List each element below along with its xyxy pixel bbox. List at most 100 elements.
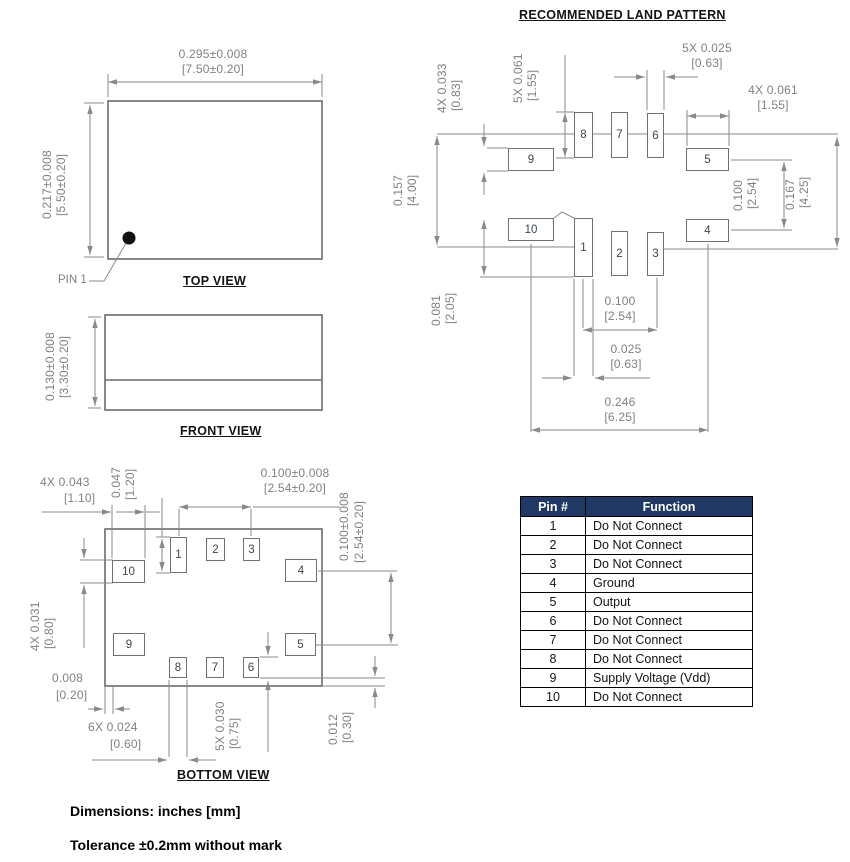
function-cell: Do Not Connect <box>585 649 753 669</box>
land-pad-5: 5 <box>686 148 729 171</box>
pin-cell: 8 <box>520 649 586 669</box>
front-view-height-dim-mm: [3.30±0.20] <box>57 335 71 398</box>
tolerance-note: Tolerance ±0.2mm without mark <box>70 837 283 853</box>
lp-tall-pad-height-in: 5X 0.061 <box>511 53 525 103</box>
pin-cell: 1 <box>520 516 586 536</box>
bottom-view-pad-8: 8 <box>169 657 187 678</box>
bv-small-pad-height-mm: [0.75] <box>227 717 241 749</box>
land-pattern-pin1-chamfer <box>553 211 575 219</box>
top-view-height-dim-in: 0.217±0.008 <box>40 150 54 219</box>
pin-cell: 5 <box>520 592 586 612</box>
bv-edge-gap-mm: [0.20] <box>56 688 88 702</box>
land-pad-3: 3 <box>647 232 664 276</box>
bv-bottom-edge-gap-in: 0.012 <box>326 713 340 745</box>
lp-overall-width: 0.246 [6.25] <box>604 395 636 424</box>
land-pad-10: 10 <box>508 218 554 241</box>
top-view-title: TOP VIEW <box>183 274 247 288</box>
bv-corner-pad-width-mm: [1.10] <box>64 491 96 505</box>
function-cell: Do Not Connect <box>585 535 753 555</box>
function-cell: Do Not Connect <box>585 611 753 631</box>
lp-right-row-gap-in: 0.100 <box>731 179 745 211</box>
pin-cell: 6 <box>520 611 586 631</box>
function-header: Function <box>585 496 753 517</box>
bottom-view-body <box>104 528 323 687</box>
lp-small-pad-width: 5X 0.025 [0.63] <box>682 41 732 70</box>
top-view-body <box>107 100 323 260</box>
bv-small-pad-width-in: 6X 0.024 <box>88 720 138 734</box>
bv-bottom-edge-gap-mm: [0.30] <box>340 711 354 743</box>
lp-overall-height-left-in: 0.157 <box>391 174 405 206</box>
bv-edge-gap-in: 0.008 <box>52 671 84 685</box>
bv-small-pad-height-in: 5X 0.030 <box>213 701 227 751</box>
table-header-row: Pin # Function <box>520 496 753 517</box>
lp-overall-height-right-in: 0.167 <box>783 178 797 210</box>
function-cell: Supply Voltage (Vdd) <box>585 668 753 688</box>
land-pad-7: 7 <box>611 112 628 158</box>
front-view-body <box>104 314 323 411</box>
bottom-view-pad-7: 7 <box>206 657 224 678</box>
units-note: Dimensions: inches [mm] <box>70 803 241 819</box>
pin1-leader-line <box>89 242 127 282</box>
land-pad-2: 2 <box>611 231 628 276</box>
lp-corner-pad-width: 4X 0.061 [1.55] <box>748 83 798 112</box>
lp-corner-pad-height-mm: [0.83] <box>449 79 463 111</box>
bv-corner-pad-width-in: 4X 0.043 <box>40 475 90 489</box>
bottom-view-pad-10: 10 <box>112 560 145 583</box>
bv-top-pitch: 0.100±0.008 [2.54±0.20] <box>260 466 330 495</box>
lp-right-row-gap-mm: [2.54] <box>745 177 759 209</box>
bv-right-row-gap-mm: [2.54±0.20] <box>352 500 366 563</box>
lp-bottom-pitch: 0.100 [2.54] <box>604 294 636 323</box>
bv-pad1-height-in: 0.047 <box>109 466 123 498</box>
pin-cell: 9 <box>520 668 586 688</box>
pin-cell: 10 <box>520 687 586 707</box>
pin-cell: 4 <box>520 573 586 593</box>
bottom-view-pad-5: 5 <box>285 633 316 656</box>
lp-corner-pad-height-in: 4X 0.033 <box>435 63 449 113</box>
pin-cell: 2 <box>520 535 586 555</box>
function-cell: Output <box>585 592 753 612</box>
bottom-view-pad-3: 3 <box>243 538 260 561</box>
pin1-dot <box>122 231 136 245</box>
land-pad-8: 8 <box>574 112 593 158</box>
top-view-width-dim: 0.295±0.008 [7.50±0.20] <box>178 47 248 76</box>
bottom-view-pad-6: 6 <box>243 657 259 678</box>
lp-pad1-height-mm: [2.05] <box>443 292 457 324</box>
pin-cell: 3 <box>520 554 586 574</box>
land-pad-1: 1 <box>574 218 593 277</box>
land-pad-6: 6 <box>647 113 664 158</box>
land-pad-9: 9 <box>508 148 554 171</box>
bv-right-row-gap-in: 0.100±0.008 <box>337 492 351 561</box>
bottom-view-pad-4: 4 <box>285 559 317 582</box>
function-cell: Ground <box>585 573 753 593</box>
front-view-height-dim-in: 0.130±0.008 <box>43 332 57 401</box>
lp-pad1-width: 0.025 [0.63] <box>610 342 642 371</box>
pin-number-header: Pin # <box>520 496 586 517</box>
lp-overall-height-left-mm: [4.00] <box>405 174 419 206</box>
function-cell: Do Not Connect <box>585 516 753 536</box>
front-view-title: FRONT VIEW <box>180 424 262 438</box>
land-pad-4: 4 <box>686 219 729 242</box>
bottom-view-pad-9: 9 <box>113 633 145 656</box>
pin-cell: 7 <box>520 630 586 650</box>
function-cell: Do Not Connect <box>585 554 753 574</box>
bottom-view-pad-1: 1 <box>170 537 187 573</box>
land-pattern-title: RECOMMENDED LAND PATTERN <box>519 8 726 22</box>
lp-overall-height-right-mm: [4.25] <box>797 176 811 208</box>
bv-small-pad-width-mm: [0.60] <box>110 737 142 751</box>
lp-tall-pad-height-mm: [1.55] <box>525 69 539 101</box>
bottom-view-pad-2: 2 <box>206 538 225 561</box>
pin1-label: PIN 1 <box>58 274 87 286</box>
function-cell: Do Not Connect <box>585 687 753 707</box>
